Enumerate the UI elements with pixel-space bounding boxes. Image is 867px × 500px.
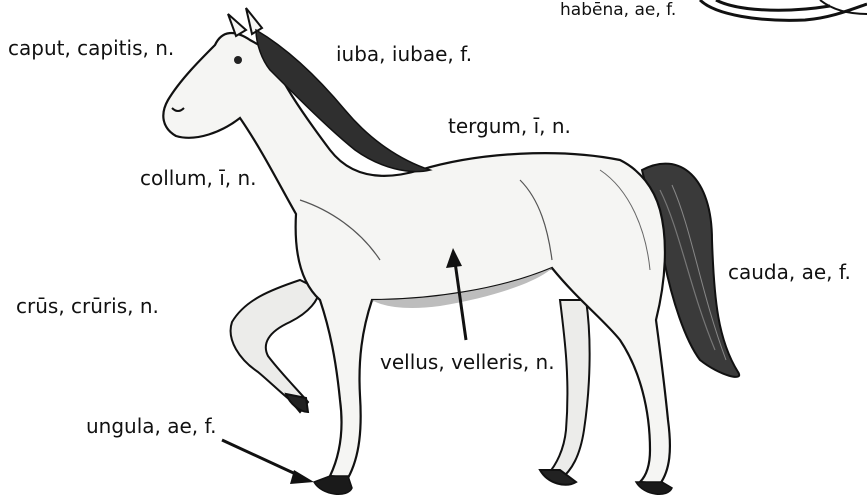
label-caput: caput, capitis, n. (8, 38, 174, 58)
horse-far-legs (231, 280, 590, 485)
label-iuba: iuba, iubae, f. (336, 44, 472, 64)
horse-body (163, 8, 670, 484)
ungula-arrow (222, 440, 314, 484)
label-crus: crūs, crūris, n. (16, 296, 159, 316)
label-ungula: ungula, ae, f. (86, 416, 216, 436)
label-collum: collum, ī, n. (140, 168, 257, 188)
label-tergum: tergum, ī, n. (448, 116, 571, 136)
label-vellus: vellus, velleris, n. (380, 352, 555, 372)
rein-fragment (700, 0, 867, 20)
label-cauda: cauda, ae, f. (728, 262, 851, 282)
horse-hooves (314, 476, 672, 494)
label-habena: habēna, ae, f. (560, 2, 676, 19)
